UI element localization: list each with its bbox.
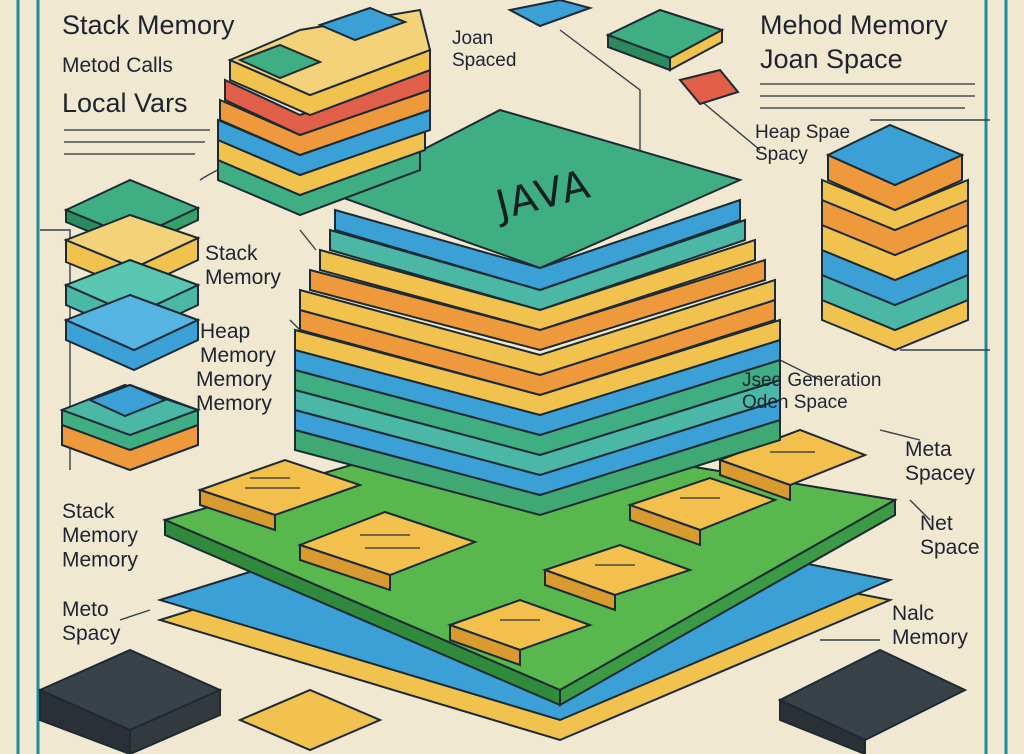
label-joan-space: Joan Space: [760, 44, 903, 74]
dark-block-bottom-left: [37, 648, 223, 754]
tile-6: [717, 428, 868, 502]
tile-2: [297, 510, 478, 592]
label-method-memory-top: Mehod Memory: [760, 10, 948, 40]
labels: Stack Memory Metod Calls Local Vars Joan…: [62, 10, 980, 649]
dark-block-bottom-right: [777, 648, 968, 754]
central-stack: [294, 108, 781, 517]
label-stack-memory-top: Stack Memory: [62, 10, 235, 40]
decorative-scribbles: [64, 83, 975, 155]
decorative-frame: [16, 0, 1008, 754]
stack-left-small: [59, 383, 201, 472]
yellow-block-bottom: [237, 688, 383, 752]
tile-3: [447, 598, 593, 667]
label-local-vars: Local Vars: [62, 88, 188, 118]
stack-top-left: [217, 6, 432, 217]
label-method-calls: Metod Calls: [62, 54, 173, 77]
leader-lines: [40, 29, 990, 641]
slab-top-center: [507, 0, 740, 106]
tile-4: [541, 543, 694, 612]
memory-tiles: [196, 428, 868, 667]
tile-5: [626, 476, 778, 547]
tile-1: [196, 458, 364, 532]
stack-right: [821, 123, 969, 352]
stack-left-mid: [63, 178, 201, 372]
